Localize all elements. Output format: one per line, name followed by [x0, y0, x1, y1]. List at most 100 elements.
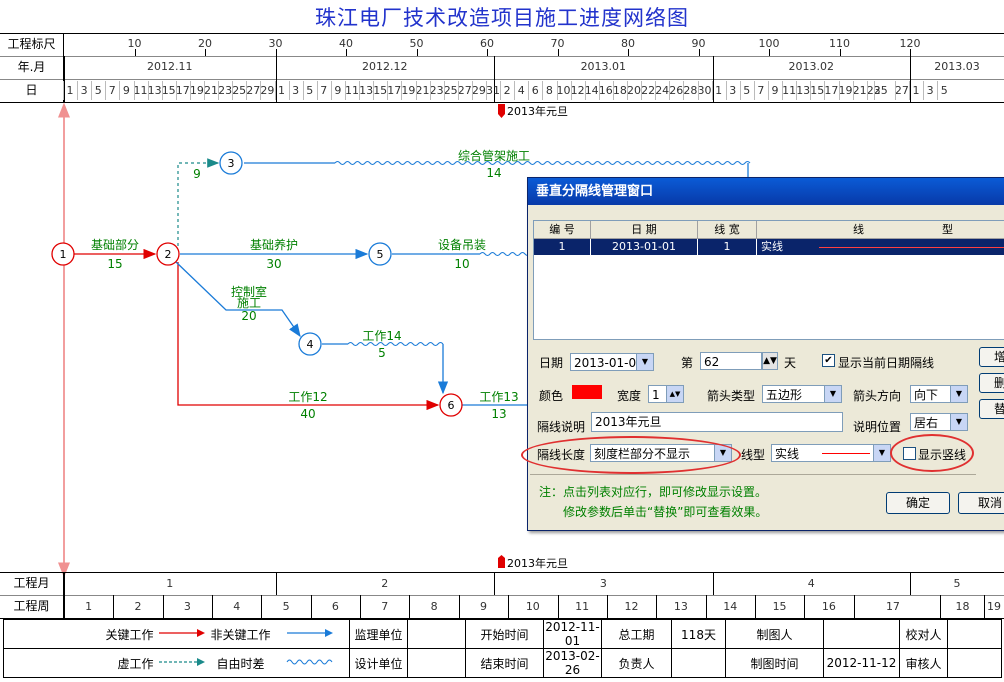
grid-line [557, 595, 559, 618]
arrow-type-select[interactable]: 五边形▼ [762, 385, 842, 403]
day-tick: 5 [306, 84, 314, 97]
day-tick: 27 [894, 84, 909, 97]
day-tick: 25 [443, 84, 458, 97]
day-tick: 20 [627, 84, 641, 97]
grid-line [387, 81, 389, 100]
node-1[interactable]: 1 [51, 242, 75, 266]
legend-end-value: 2013-02-26 [543, 648, 602, 678]
grid-line [443, 81, 445, 100]
checker-value[interactable] [947, 619, 1003, 649]
day-tick: 21 [415, 84, 430, 97]
grid-line [105, 81, 107, 100]
act-dur: 5 [378, 346, 386, 360]
scale-label: 工程标尺 [0, 33, 64, 56]
date-select[interactable]: 2013-01-01▼ [570, 353, 654, 371]
row-type[interactable]: 实线 [757, 239, 1004, 255]
critical-arrow-icon [153, 619, 210, 649]
replace-button[interactable]: 替 [979, 399, 1004, 419]
act-dur: 20 [241, 309, 256, 323]
width-input[interactable]: 1▲▼ [648, 385, 684, 403]
grid-line [246, 81, 248, 100]
scale-tick: 30 [268, 37, 283, 50]
ok-button[interactable]: 确定 [886, 492, 950, 514]
grid-line [542, 81, 544, 100]
act-label: 工作13 [479, 390, 518, 404]
day-tick: 2 [503, 84, 511, 97]
day-tick: 16 [598, 84, 613, 97]
day-tick: 7 [757, 84, 765, 97]
node-3[interactable]: 3 [219, 151, 243, 175]
cancel-button[interactable]: 取消 [958, 492, 1004, 514]
grid-line [557, 49, 559, 56]
width-spinner[interactable]: ▲▼ [666, 386, 683, 402]
day-tick: 13 [796, 84, 811, 97]
act-dur: 9 [193, 167, 201, 181]
grid-line [486, 81, 487, 100]
col-type[interactable]: 线型 [757, 221, 1004, 239]
legend-drawer-label: 制图人 [724, 619, 825, 649]
day-tick: 26 [669, 84, 684, 97]
project-week-cell: 11 [575, 600, 590, 613]
row-id[interactable]: 1 [534, 239, 590, 255]
node-5[interactable]: 5 [368, 242, 392, 266]
grid-line [514, 81, 516, 100]
dropdown-arrow-icon[interactable]: ▼ [824, 386, 841, 402]
project-week-cell: 6 [331, 600, 339, 613]
grid-line [360, 595, 362, 618]
day-tick: 17 [387, 84, 402, 97]
color-swatch[interactable] [572, 385, 602, 399]
grid-line [712, 56, 714, 102]
arrow-dir-select[interactable]: 向下▼ [910, 385, 968, 403]
add-button[interactable]: 增 [979, 347, 1004, 367]
svg-text:4: 4 [307, 338, 314, 351]
grid-line [494, 56, 496, 102]
grid-line [824, 81, 826, 100]
grid-line [330, 81, 332, 100]
project-week-cell: 18 [955, 600, 970, 613]
linetype-sample [822, 453, 870, 454]
supervisor-value[interactable] [407, 619, 466, 649]
dropdown-arrow-icon[interactable]: ▼ [950, 414, 967, 430]
reviewer-value[interactable] [947, 648, 1003, 678]
project-month-label: 工程月 [0, 572, 64, 595]
grid-line [683, 81, 685, 100]
col-date[interactable]: 日 期 [591, 221, 698, 239]
col-width[interactable]: 线 宽 [698, 221, 757, 239]
dropdown-arrow-icon[interactable]: ▼ [873, 445, 890, 461]
month-label: 年.月 [0, 56, 64, 79]
grid-line [77, 81, 79, 100]
row-date[interactable]: 2013-01-01 [591, 239, 697, 255]
drawer-value[interactable] [823, 619, 901, 649]
grid-line [712, 572, 714, 595]
legend-noncritical: 非关键工作 [209, 619, 272, 649]
grid-line [606, 595, 608, 618]
owner-value[interactable] [671, 648, 726, 678]
svg-text:5: 5 [377, 248, 384, 261]
day-tick: 3 [729, 84, 737, 97]
col-id[interactable]: 编 号 [534, 221, 591, 239]
desc-pos-select[interactable]: 居右▼ [910, 413, 968, 431]
day-input[interactable]: 62 [700, 352, 762, 370]
project-week-cell: 2 [134, 600, 142, 613]
day-tick: 27 [246, 84, 261, 97]
node-4[interactable]: 4 [298, 332, 322, 356]
grid-line [810, 81, 812, 100]
grid-line [866, 81, 868, 100]
linetype-select[interactable]: 实线▼ [771, 444, 891, 462]
grid-line [288, 81, 290, 100]
show-current-checkbox[interactable]: ✔ [822, 354, 835, 367]
designer-value[interactable] [407, 648, 466, 678]
dropdown-arrow-icon[interactable]: ▼ [950, 386, 967, 402]
node-2[interactable]: 2 [156, 242, 180, 266]
divider-list[interactable]: 编 号 日 期 线 宽 线型 1 2013-01-01 1 实线 [533, 220, 1004, 340]
grid-line [275, 49, 277, 56]
delete-button[interactable]: 删 [979, 373, 1004, 393]
day-tick: 12 [570, 84, 585, 97]
row-width[interactable]: 1 [698, 239, 756, 255]
day-tick: 5 [940, 84, 948, 97]
desc-input[interactable]: 2013年元旦 [591, 412, 843, 432]
scale-tick: 80 [621, 37, 635, 50]
day-spinner[interactable]: ▲▼ [762, 352, 778, 370]
node-6[interactable]: 6 [439, 393, 463, 417]
dropdown-arrow-icon[interactable]: ▼ [636, 354, 653, 370]
